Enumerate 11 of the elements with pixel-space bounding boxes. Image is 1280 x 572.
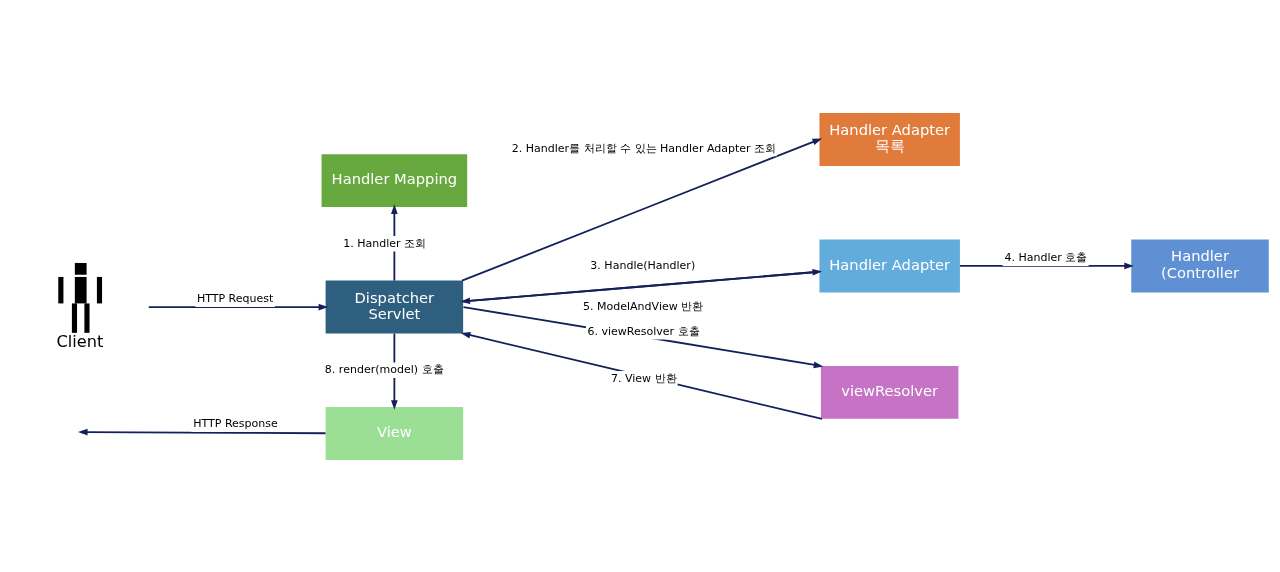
edge-label: HTTP Response — [193, 416, 278, 430]
edge-label: 8. render(model) 호출 — [324, 362, 444, 376]
edge-label: 1. Handler 조회 — [343, 236, 427, 250]
edge-label: 7. View 반환 — [610, 371, 677, 385]
edge-label: 6. viewResolver 호출 — [587, 324, 700, 338]
edge-label: 5. ModelAndView 반환 — [583, 299, 704, 313]
node-label: Client — [56, 331, 104, 351]
edge-label: 2. Handler를 처리할 수 있는 Handler Adapter 조회 — [511, 141, 777, 155]
edge-label: HTTP Request — [196, 291, 274, 305]
edge-label: 4. Handler 호출 — [1004, 250, 1088, 264]
edge-label: 3. Handle(Handler) — [590, 258, 696, 272]
